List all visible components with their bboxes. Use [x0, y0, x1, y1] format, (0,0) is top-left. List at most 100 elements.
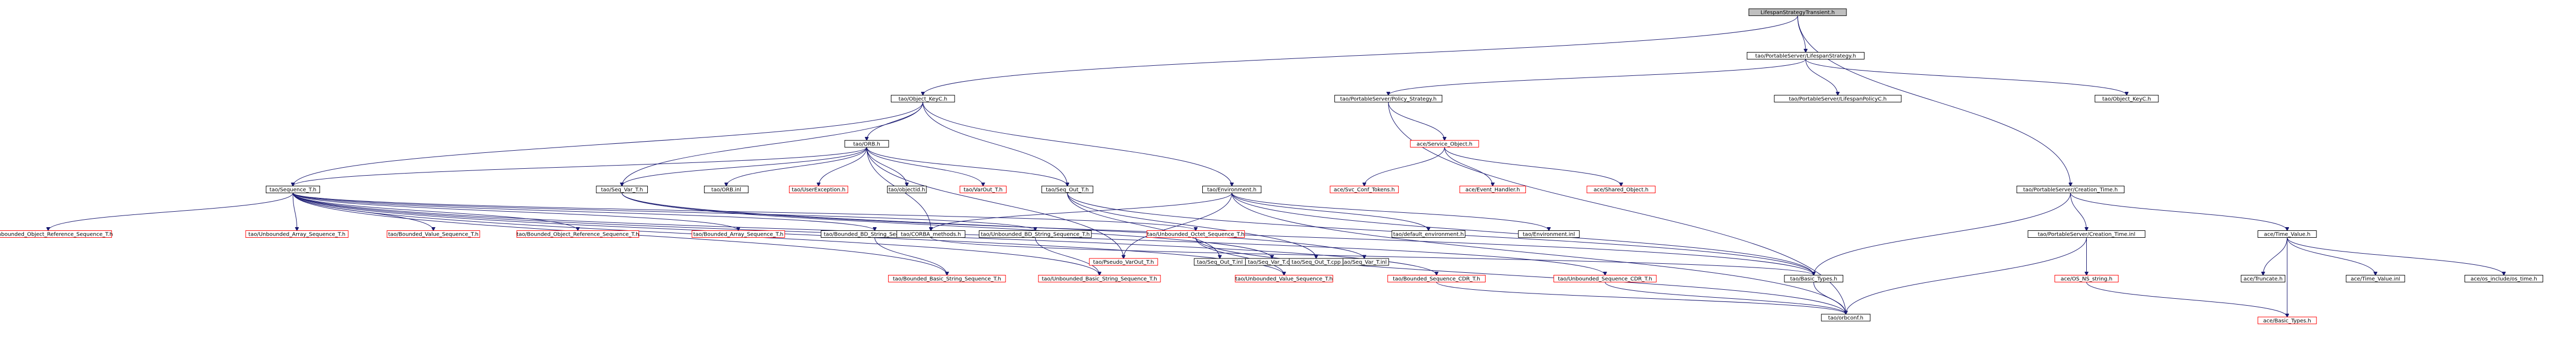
edge-orb-to-seq_var_t [622, 147, 867, 186]
edge-creation_time-to-creation_time_inl [2070, 193, 2086, 231]
node-label: ace/Event_Handler.h [1465, 187, 1520, 193]
node-bnd-obj-ref-seq[interactable]: tao/Bounded_Object_Reference_Sequence_T.… [516, 230, 639, 238]
node-box [959, 186, 1007, 193]
node-seq-out-t-cpp[interactable]: tao/Seq_Out_T.cpp [1289, 258, 1343, 266]
edge-policy_strategy-to-orbconf [1388, 102, 1846, 314]
node-ace-inttypes[interactable]: ace/os_include/os_time.h [2464, 275, 2544, 282]
node-lifespan-policyc[interactable]: tao/PortableServer/LifespanPolicyC.h [1774, 94, 1902, 102]
node-label: tao/Pseudo_VarOut_T.h [1093, 260, 1153, 265]
node-ace-config[interactable]: ace/Time_Value.inl [2346, 275, 2405, 282]
node-box [891, 94, 955, 102]
edge-bnd_seq_cdr-to-orbconf [1436, 282, 1845, 315]
node-unb-seq-cdr[interactable]: tao/Unbounded_Sequence_CDR_T.h [1553, 275, 1657, 282]
edge-environment-to-orbconf [1231, 193, 1846, 315]
node-objectid[interactable]: tao/objectid.h [887, 186, 927, 193]
node-box [704, 186, 749, 193]
node-default-environment[interactable]: tao/default_environment.h [1391, 230, 1465, 238]
node-bnd-basic-string-seq[interactable]: tao/Bounded_Basic_String_Sequence_T.h [888, 275, 1006, 282]
node-label: tao/ORB.h [853, 141, 880, 147]
node-unb-octet-seq[interactable]: tao/Unbounded_Octet_Sequence_T.h [1147, 230, 1245, 238]
node-pseudo-varout-t[interactable]: tao/Pseudo_VarOut_T.h [1089, 258, 1158, 266]
node-label: LifespanStrategyTransient.h [1760, 10, 1835, 16]
node-creation-time-inl[interactable]: tao/PortableServer/Creation_Time.inl [2027, 230, 2146, 238]
node-orb-inl[interactable]: tao/ORB.inl [704, 186, 749, 193]
node-seq-out-t[interactable]: tao/Seq_Out_T.h [1041, 186, 1094, 193]
edge-basic_types-to-orbconf [1813, 282, 1846, 315]
node-unb-bd-string-seq[interactable]: tao/Unbounded_BD_String_Sequence_T.h [978, 230, 1092, 238]
node-label: tao/Unbounded_Value_Sequence_T.h [1235, 276, 1332, 282]
node-label: tao/PortableServer/LifespanStrategy.h [1755, 54, 1856, 59]
node-label: tao/Unbounded_Basic_String_Sequence_T.h [1042, 276, 1157, 282]
node-orbconf[interactable]: tao/orbconf.h [1821, 314, 1871, 322]
node-unb-basic-string-seq[interactable]: tao/Unbounded_Basic_String_Sequence_T.h [1038, 275, 1161, 282]
node-box [1784, 275, 1843, 282]
node-sequence-t[interactable]: tao/Sequence_T.h [265, 186, 320, 193]
node-box [1821, 314, 1871, 322]
node-os-ns-string[interactable]: ace/OS_NS_string.h [2054, 275, 2119, 282]
edge-sequence_t-to-unb_bd_string_seq [292, 193, 1035, 231]
node-unb-value-seq[interactable]: tao/Unbounded_Value_Sequence_T.h [1235, 275, 1333, 282]
node-label: ace/Basic_Types.h [2263, 318, 2311, 324]
node-corba-methods[interactable]: tao/CORBA_methods.h [896, 230, 966, 238]
node-varout-t[interactable]: tao/VarOut_T.h [959, 186, 1007, 193]
node-box [2094, 94, 2159, 102]
edge-object_keyc-to-seq_var_t [622, 102, 923, 186]
edge-unb_octet_seq-to-unb_value_seq [1195, 237, 1284, 275]
node-box [1235, 275, 1333, 282]
node-creation-time[interactable]: tao/PortableServer/Creation_Time.h [2016, 186, 2124, 193]
node-bnd-value-seq[interactable]: tao/Bounded_Value_Sequence_T.h [386, 230, 480, 238]
node-label: ace/Time_Value.h [2264, 232, 2311, 238]
node-time-value[interactable]: ace/Time_Value.h [2257, 230, 2317, 238]
node-service-object[interactable]: ace/Service_Object.h [1410, 140, 1479, 148]
edge-object_keyc-to-sequence_t [293, 102, 923, 186]
node-svc-conf-tokens[interactable]: ace/Svc_Conf_Tokens.h [1330, 186, 1399, 193]
node-event-handler[interactable]: ace/Event_Handler.h [1459, 186, 1526, 193]
node-object-keyc[interactable]: tao/Object_KeyC.h [891, 94, 955, 102]
node-box [1330, 186, 1399, 193]
edge-root-to-creation_time [1797, 15, 2070, 186]
edge-lifespan_strategy-to-object_keyc_2 [1805, 59, 2127, 96]
node-label: tao/Sequence_T.h [270, 187, 316, 193]
node-label: tao/UserException.h [792, 187, 845, 193]
node-label: tao/Seq_Out_T.cpp [1291, 260, 1341, 265]
node-label: tao/Seq_Var_T.h [601, 187, 643, 193]
node-orb[interactable]: tao/ORB.h [844, 140, 889, 148]
node-box [887, 186, 927, 193]
node-root[interactable]: LifespanStrategyTransient.h [1748, 8, 1847, 16]
node-seq-out-t-inl[interactable]: tao/Seq_Out_T.inl [1194, 258, 1246, 266]
node-seq-var-t[interactable]: tao/Seq_Var_T.h [596, 186, 648, 193]
node-environment[interactable]: tao/Environment.h [1202, 186, 1262, 193]
edge-environment-to-default_environment [1231, 193, 1429, 231]
node-box [888, 275, 1006, 282]
node-label: ace/os_include/os_time.h [2470, 276, 2537, 282]
node-basic-types[interactable]: tao/Basic_Types.h [1784, 275, 1843, 282]
node-label: tao/VarOut_T.h [964, 187, 1002, 193]
edge-time_value-to-ace_config [2287, 237, 2375, 275]
edge-sequence_t-to-unb_array_seq [292, 193, 297, 231]
node-shared-object[interactable]: ace/Shared_Object.h [1586, 186, 1656, 193]
node-box [789, 186, 848, 193]
node-label: tao/Bounded_Object_Reference_Sequence_T.… [517, 232, 639, 238]
node-unb-array-seq[interactable]: tao/Unbounded_Array_Sequence_T.h [245, 230, 349, 238]
node-bnd-array-seq[interactable]: tao/Bounded_Array_Sequence_T.h [691, 230, 785, 238]
node-ace-basic-types[interactable]: ace/Basic_Types.h [2257, 316, 2317, 324]
node-ace-truncate[interactable]: ace/Truncate.h [2241, 275, 2286, 282]
edge-seq_var_t-to-seq_var_t_cpp [621, 193, 1272, 259]
node-bnd-seq-cdr[interactable]: tao/Bounded_Sequence_CDR_T.h [1387, 275, 1486, 282]
node-unb-obj-ref-seq[interactable]: tao/Unbounded_Object_Reference_Sequence_… [0, 230, 113, 238]
edge-sequence_t-to-bnd_obj_ref_seq [292, 193, 578, 231]
node-policy-strategy[interactable]: tao/PortableServer/Policy_Strategy.h [1334, 94, 1443, 102]
edge-orb-to-pseudo_varout_t [866, 147, 1124, 258]
node-object-keyc-2[interactable]: tao/Object_KeyC.h [2094, 94, 2159, 102]
node-environment-inl[interactable]: tao/Environment.inl [1518, 230, 1580, 238]
dependency-edges [48, 15, 2504, 317]
edge-seq_out_t-to-seq_out_t_inl [1067, 193, 1220, 259]
node-label: tao/Bounded_BD_String_Sequence_T.h [824, 232, 926, 238]
node-seq-var-t-inl[interactable]: tao/Seq_Var_T.inl [1339, 258, 1389, 266]
node-user-exception[interactable]: tao/UserException.h [789, 186, 848, 193]
node-label: ace/OS_NS_string.h [2061, 276, 2112, 282]
node-label: tao/Unbounded_Octet_Sequence_T.h [1147, 232, 1244, 238]
edge-creation_time-to-time_value [2070, 193, 2287, 231]
node-lifespan-strategy[interactable]: tao/PortableServer/LifespanStrategy.h [1747, 52, 1865, 59]
edge-object_keyc-to-seq_out_t [922, 102, 1067, 186]
